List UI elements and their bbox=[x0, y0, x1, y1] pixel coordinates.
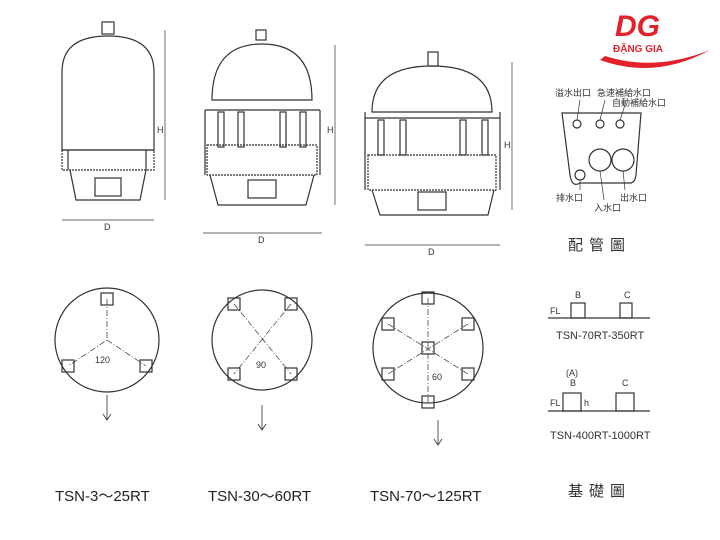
tower-medium-elevation bbox=[203, 29, 336, 234]
diameter-label: D bbox=[104, 222, 111, 232]
note-label: (A) bbox=[566, 368, 578, 378]
b-label: B bbox=[570, 378, 577, 388]
tower-large-elevation bbox=[364, 51, 513, 246]
c-label: C bbox=[622, 378, 629, 388]
b-label: B bbox=[575, 290, 582, 300]
auto-makeup-label: 自動補給水口 bbox=[612, 98, 667, 108]
plan-medium bbox=[211, 289, 313, 431]
piping-title: 配管圖 bbox=[568, 237, 632, 254]
plan-large bbox=[372, 291, 484, 446]
diameter-label: D bbox=[258, 235, 265, 245]
large-range-label: TSN-400RT-1000RT bbox=[550, 430, 651, 442]
drain-outlet-label: 排水口 bbox=[556, 193, 584, 203]
model-label: TSN-3～25RT bbox=[55, 488, 150, 505]
piping-diagram bbox=[561, 99, 642, 201]
angle-label: 120 bbox=[95, 355, 111, 365]
angle-label: 90 bbox=[256, 360, 267, 370]
water-inlet-label: 入水口 bbox=[594, 203, 622, 213]
floor-label: FL bbox=[550, 398, 561, 408]
water-outlet-label: 出水口 bbox=[620, 193, 648, 203]
small-range-label: TSN-70RT-350RT bbox=[556, 330, 645, 342]
plan-small bbox=[54, 287, 160, 421]
height-label: H bbox=[504, 140, 511, 150]
tower-small-elevation bbox=[61, 21, 166, 221]
foundation-diagrams bbox=[548, 302, 650, 412]
model-label: TSN-30～60RT bbox=[208, 488, 312, 505]
height-label: H bbox=[157, 125, 164, 135]
angle-label: 60 bbox=[432, 372, 443, 382]
diameter-label: D bbox=[428, 247, 435, 257]
c-label: C bbox=[624, 290, 631, 300]
overflow-outlet-label: 溢水出口 bbox=[555, 88, 592, 98]
model-label: TSN-70～125RT bbox=[370, 488, 482, 505]
floor-label: FL bbox=[550, 306, 561, 316]
foundation-title: 基礎圖 bbox=[568, 483, 632, 500]
height-label: H bbox=[327, 125, 334, 135]
logo-mark: DG bbox=[615, 10, 660, 43]
quick-makeup-label: 急速補給水口 bbox=[597, 88, 652, 98]
logo-text: ĐẶNG GIA bbox=[613, 44, 663, 55]
h-label: h bbox=[584, 398, 590, 408]
brand-logo: DG ĐẶNG GIA bbox=[595, 10, 715, 70]
